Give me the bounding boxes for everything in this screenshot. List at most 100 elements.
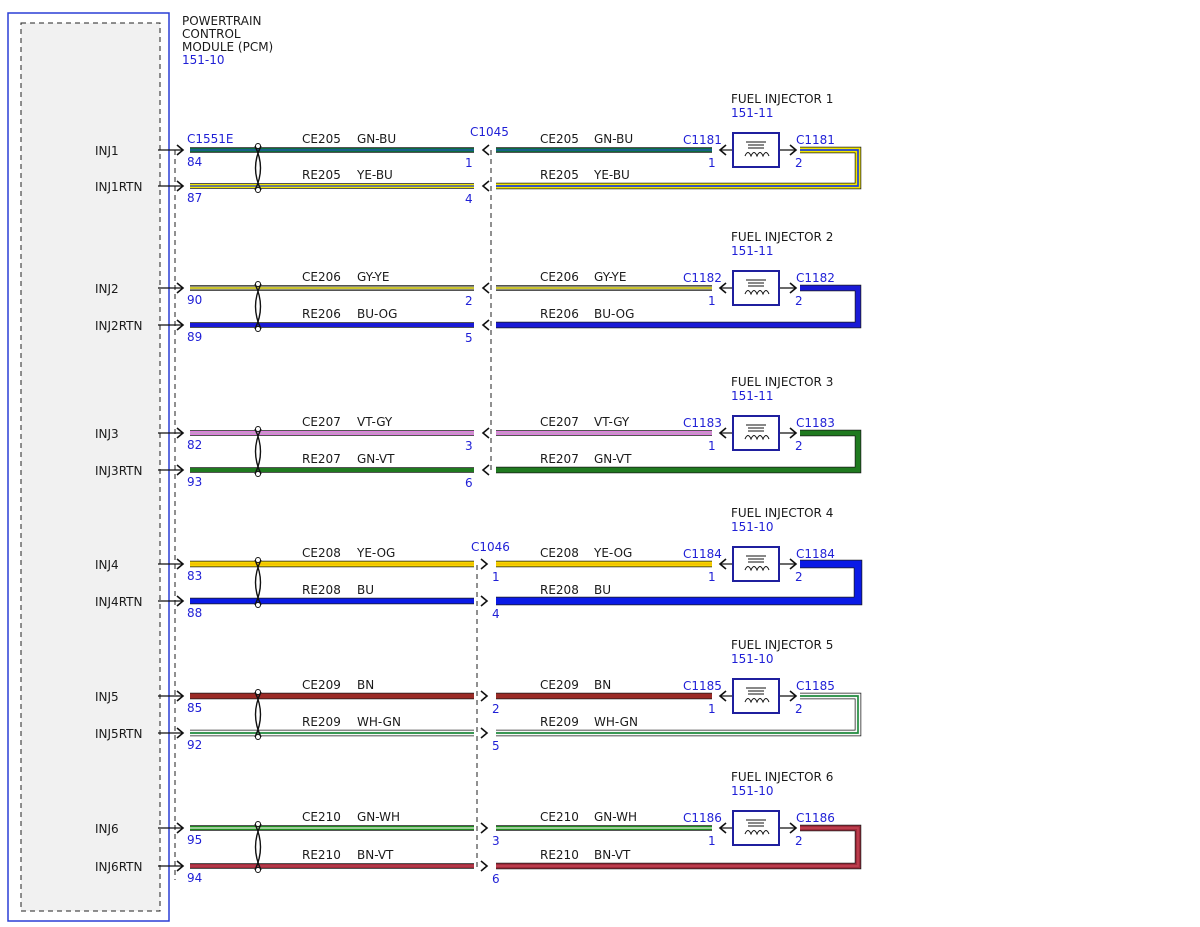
wire-re208-right[interactable] xyxy=(496,559,863,606)
circuit-label: RE207 xyxy=(302,452,341,466)
wire-color-label: YE-BU xyxy=(356,168,393,182)
wire-color-label: BN xyxy=(357,678,374,692)
injector-ref: 151-11 xyxy=(731,389,774,403)
inline-pin-number: 1 xyxy=(492,570,500,584)
pcm-title-line-1: POWERTRAIN xyxy=(182,14,262,28)
circuit-label: RE210 xyxy=(302,848,341,862)
wire-color-label: BN-VT xyxy=(594,848,631,862)
wire-re205-right[interactable] xyxy=(496,146,862,190)
circuit-label: CE207 xyxy=(302,415,341,429)
pcm-pin-arrow xyxy=(176,558,185,570)
circuit-label: CE207 xyxy=(540,415,579,429)
injector-ref: 151-10 xyxy=(731,652,774,666)
inline-pin-arrow xyxy=(480,727,489,739)
circuit-label: CE208 xyxy=(302,546,341,560)
pcm-pin-number: 94 xyxy=(187,871,202,885)
injector-ref: 151-11 xyxy=(731,106,774,120)
inline-pin-arrow xyxy=(481,427,490,439)
twisted-pair-symbol xyxy=(254,559,262,606)
injector-pin-number: 2 xyxy=(795,570,803,584)
wire-color-label: BN-VT xyxy=(357,848,394,862)
pcm-pin-number: 92 xyxy=(187,738,202,752)
wire-color-label: BU xyxy=(594,583,611,597)
inline-connector-c1046: C1046 xyxy=(471,540,510,554)
wire-re206-right[interactable] xyxy=(496,284,862,329)
injector-title: FUEL INJECTOR 1 xyxy=(731,92,833,106)
pcm-pin-arrow xyxy=(176,319,185,331)
wire-color-label: GY-YE xyxy=(594,270,626,284)
pcm-module[interactable] xyxy=(7,12,170,922)
inline-pin-number: 1 xyxy=(465,156,473,170)
pcm-pin-number: 95 xyxy=(187,833,202,847)
wire-color-label: BN xyxy=(594,678,611,692)
coil-icon xyxy=(744,687,770,704)
injector-pin-number: 2 xyxy=(795,156,803,170)
pcm-pin-number: 84 xyxy=(187,155,202,169)
injector-title: FUEL INJECTOR 6 xyxy=(731,770,833,784)
inline-pin-arrow xyxy=(481,319,490,331)
pcm-pin-name: INJ3RTN xyxy=(95,464,142,478)
injector-pin-number: 1 xyxy=(708,294,716,308)
pcm-pin-name: INJ5 xyxy=(95,690,119,704)
injector-connector-label: C1181 xyxy=(683,133,722,147)
inline-pin-arrow xyxy=(481,464,490,476)
pcm-pin-arrow xyxy=(176,727,185,739)
wire-re209-right[interactable] xyxy=(496,692,862,737)
circuit-label: RE206 xyxy=(540,307,579,321)
wire-re207-right[interactable] xyxy=(496,429,862,474)
circuit-label: CE209 xyxy=(540,678,579,692)
wire-color-label: YE-OG xyxy=(593,546,632,560)
inline-pin-arrow xyxy=(480,558,489,570)
wire-color-label: GN-WH xyxy=(594,810,637,824)
pcm-pin-number: 87 xyxy=(187,191,202,205)
pcm-internal-area xyxy=(20,22,161,912)
circuit-label: RE208 xyxy=(540,583,579,597)
circuit-label: RE208 xyxy=(302,583,341,597)
injector-connector-label: C1184 xyxy=(796,547,835,561)
pcm-pin-number: 83 xyxy=(187,569,202,583)
pcm-title-line-2: CONTROL xyxy=(182,27,241,41)
pcm-pin-arrow xyxy=(176,690,185,702)
injector-pin-number: 2 xyxy=(795,294,803,308)
inline-pin-arrow xyxy=(481,282,490,294)
injector-ref: 151-10 xyxy=(731,784,774,798)
pcm-pin-name: INJ1RTN xyxy=(95,180,142,194)
twisted-pair-symbol xyxy=(254,559,262,606)
injector-ref: 151-10 xyxy=(731,520,774,534)
injector-connector-label: C1182 xyxy=(796,271,835,285)
coil-icon xyxy=(744,279,770,296)
circuit-label: RE207 xyxy=(540,452,579,466)
injector-pin-number: 1 xyxy=(708,702,716,716)
circuit-label: CE205 xyxy=(302,132,341,146)
circuit-label: RE209 xyxy=(540,715,579,729)
pcm-pin-arrow xyxy=(176,282,185,294)
pcm-pin-number: 82 xyxy=(187,438,202,452)
pcm-pin-name: INJ2RTN xyxy=(95,319,142,333)
inline-pin-number: 6 xyxy=(465,476,473,490)
injector-pin-number: 2 xyxy=(795,834,803,848)
coil-icon xyxy=(744,141,770,158)
pcm-pin-name: INJ2 xyxy=(95,282,119,296)
wire-color-label: BU-OG xyxy=(594,307,634,321)
pcm-pin-arrow xyxy=(176,464,185,476)
inline-pin-number: 2 xyxy=(465,294,473,308)
twisted-pair-symbol xyxy=(254,691,262,738)
injector-connector-label: C1186 xyxy=(683,811,722,825)
coil-icon xyxy=(744,555,770,572)
pcm-pin-arrow xyxy=(176,822,185,834)
twisted-pair-symbol xyxy=(254,145,262,191)
wire-re210-right[interactable] xyxy=(496,824,862,870)
circuit-label: RE206 xyxy=(302,307,341,321)
circuit-label: RE210 xyxy=(540,848,579,862)
injector-title: FUEL INJECTOR 5 xyxy=(731,638,833,652)
injector-pin-number: 2 xyxy=(795,702,803,716)
